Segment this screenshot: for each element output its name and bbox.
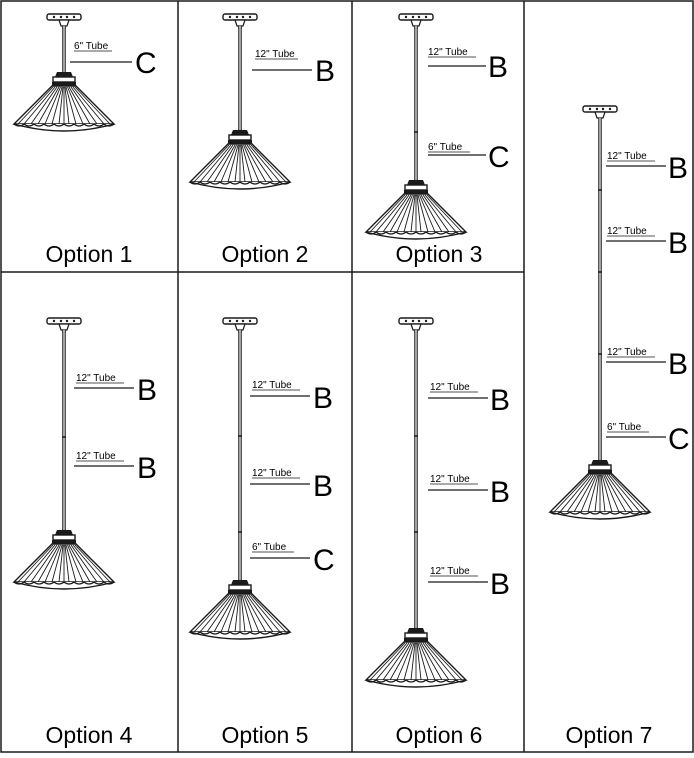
option-5-label: Option 5 [222, 722, 309, 748]
option-5-lamp: 12" Tube B 12" Tube B 6" Tube C [189, 317, 335, 640]
option-2-tube-1-letter: B [315, 55, 335, 88]
option-6-tube-1-letter: B [490, 384, 510, 417]
option-5-tube-1-letter: B [313, 382, 333, 415]
option-4-tube-2-letter: B [137, 452, 157, 485]
option-5-tube-3-letter: C [313, 544, 335, 577]
option-7-tube-4-letter: C [668, 423, 690, 456]
option-5-tube-3-label: 6" Tube [252, 542, 287, 553]
option-3-label: Option 3 [396, 241, 483, 267]
option-4-lamp: 12" Tube B 12" Tube B [13, 317, 157, 590]
option-7-tube-3-letter: B [668, 348, 688, 381]
option-6-tube-3-label: 12" Tube [430, 566, 470, 577]
option-7-lamp: 12" Tube B 12" Tube B 12" Tube B 6" Tube… [549, 105, 690, 520]
option-6-tube-1-label: 12" Tube [430, 382, 470, 393]
option-6-lamp: 12" Tube B 12" Tube B 12" Tube B [365, 317, 510, 688]
option-7-tube-1-label: 12" Tube [607, 151, 647, 162]
option-7-tube-2-label: 12" Tube [607, 226, 647, 237]
option-4-tube-1-letter: B [137, 374, 157, 407]
option-7-tube-4-label: 6" Tube [607, 422, 642, 433]
option-7-label: Option 7 [566, 722, 653, 748]
option-6-label: Option 6 [396, 722, 483, 748]
option-5-tube-1-label: 12" Tube [252, 380, 292, 391]
option-7-tube-3-label: 12" Tube [607, 347, 647, 358]
option-2-lamp: 12" Tube B [189, 13, 335, 190]
option-1-lamp: 6" Tube C [13, 13, 157, 132]
option-4-label: Option 4 [46, 722, 133, 748]
option-1-tube-1-letter: C [135, 47, 157, 80]
option-3-tube-2-letter: C [488, 141, 510, 174]
option-3-lamp: 12" Tube B 6" Tube C [365, 13, 510, 240]
option-3-tube-1-letter: B [488, 51, 508, 84]
option-5-tube-2-label: 12" Tube [252, 468, 292, 479]
option-2-tube-1-label: 12" Tube [255, 49, 295, 60]
option-6-tube-2-label: 12" Tube [430, 474, 470, 485]
option-3-tube-2-label: 6" Tube [428, 142, 463, 153]
option-7-tube-2-letter: B [668, 227, 688, 260]
option-4-tube-1-label: 12" Tube [76, 373, 116, 384]
option-6-tube-2-letter: B [490, 476, 510, 509]
option-1-label: Option 1 [46, 241, 133, 267]
option-5-tube-2-letter: B [313, 470, 333, 503]
option-7-tube-1-letter: B [668, 152, 688, 185]
option-1-tube-1-label: 6" Tube [74, 41, 109, 52]
option-2-label: Option 2 [222, 241, 309, 267]
option-4-tube-2-label: 12" Tube [76, 451, 116, 462]
option-3-tube-1-label: 12" Tube [428, 47, 468, 58]
option-6-tube-3-letter: B [490, 568, 510, 601]
